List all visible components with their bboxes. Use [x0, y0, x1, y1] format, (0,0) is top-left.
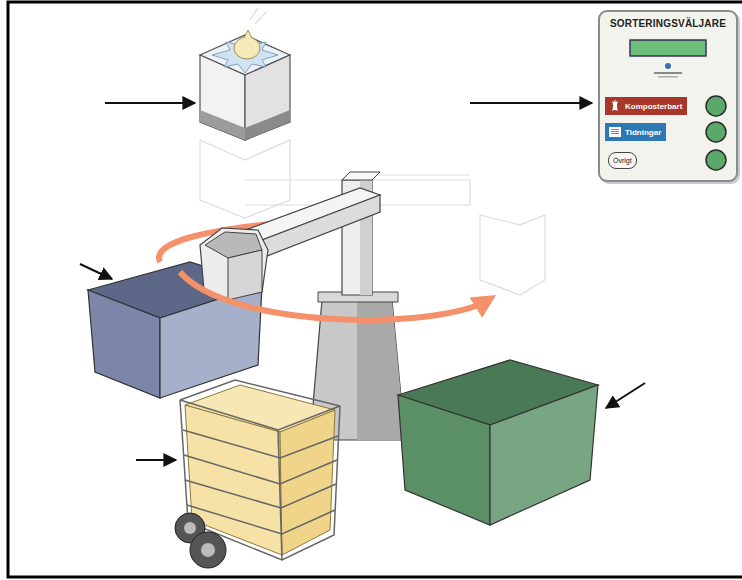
button-label: Komposterbart: [625, 102, 682, 111]
apple-core-icon: [609, 100, 621, 112]
control-panel: SORTERINGSVÄLJARE KomposterbartTidningarÖ…: [598, 10, 738, 182]
pointer-arrow: [80, 103, 645, 460]
newspaper-icon: [609, 126, 621, 138]
sack-cart: [175, 380, 340, 568]
green-bin: [398, 360, 598, 525]
compost-band: Komposterbart: [605, 97, 687, 115]
rotation-arrow: [180, 272, 488, 320]
arm-bucket: [200, 188, 380, 300]
newspaper-band: Tidningar: [605, 123, 666, 141]
button-label: Övrigt: [613, 157, 632, 164]
frame: [8, 2, 742, 577]
button-label: Tidningar: [625, 128, 661, 137]
other-label: Övrigt: [608, 152, 637, 169]
panel-title: SORTERINGSVÄLJARE: [600, 12, 736, 29]
hopper: [200, 8, 290, 140]
